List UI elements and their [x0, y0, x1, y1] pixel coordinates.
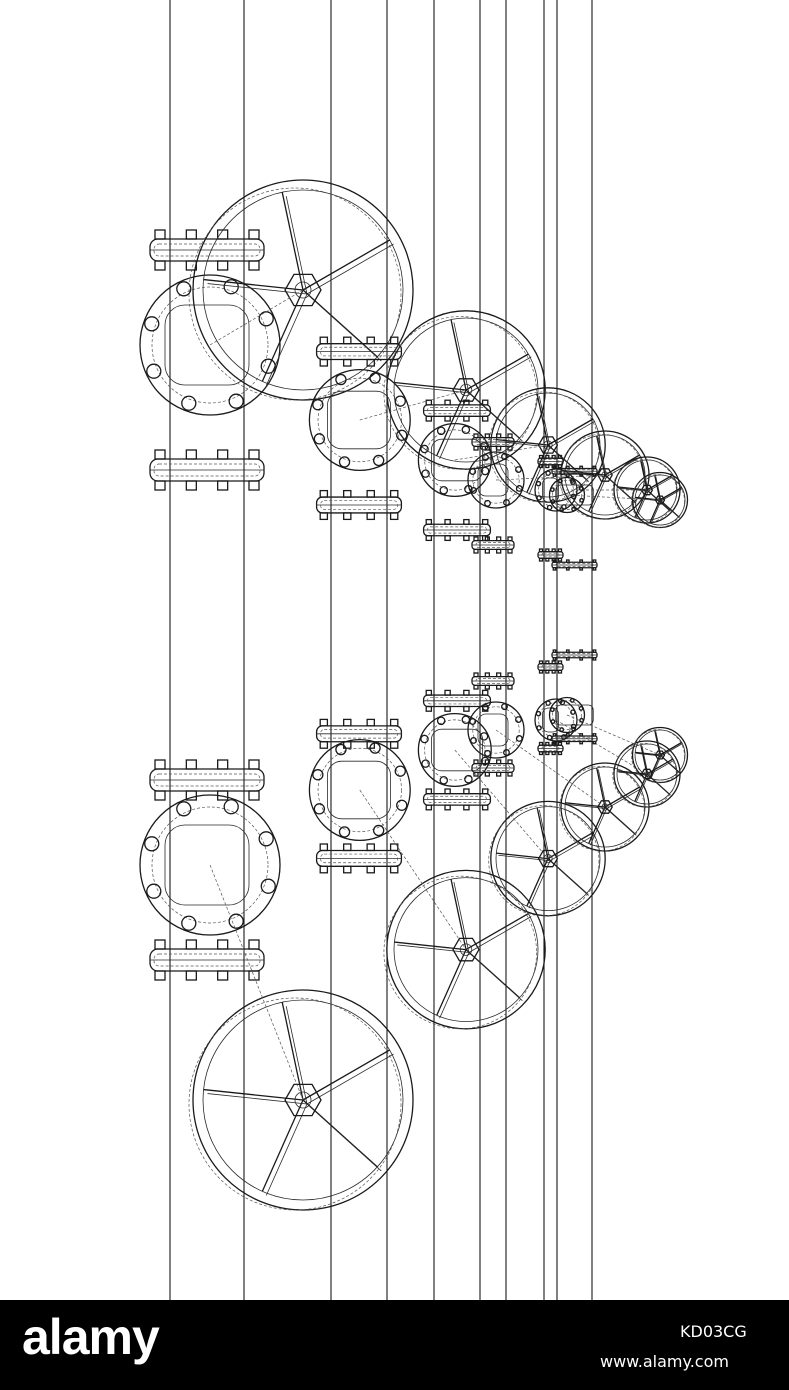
brand-logo: alamy — [22, 1309, 160, 1365]
valve-drawing-canvas — [139, 0, 689, 1300]
site-url: www.alamy.com — [600, 1352, 729, 1371]
image-id: KD03CG — [680, 1322, 747, 1341]
watermark-footer-bar: alamy KD03CG www.alamy.com — [0, 1300, 789, 1390]
valve-row-top — [139, 179, 689, 571]
valve-row-bottom — [139, 649, 689, 1211]
pipe-lines — [169, 0, 593, 1300]
wireframe-valve-illustration — [139, 0, 689, 1300]
